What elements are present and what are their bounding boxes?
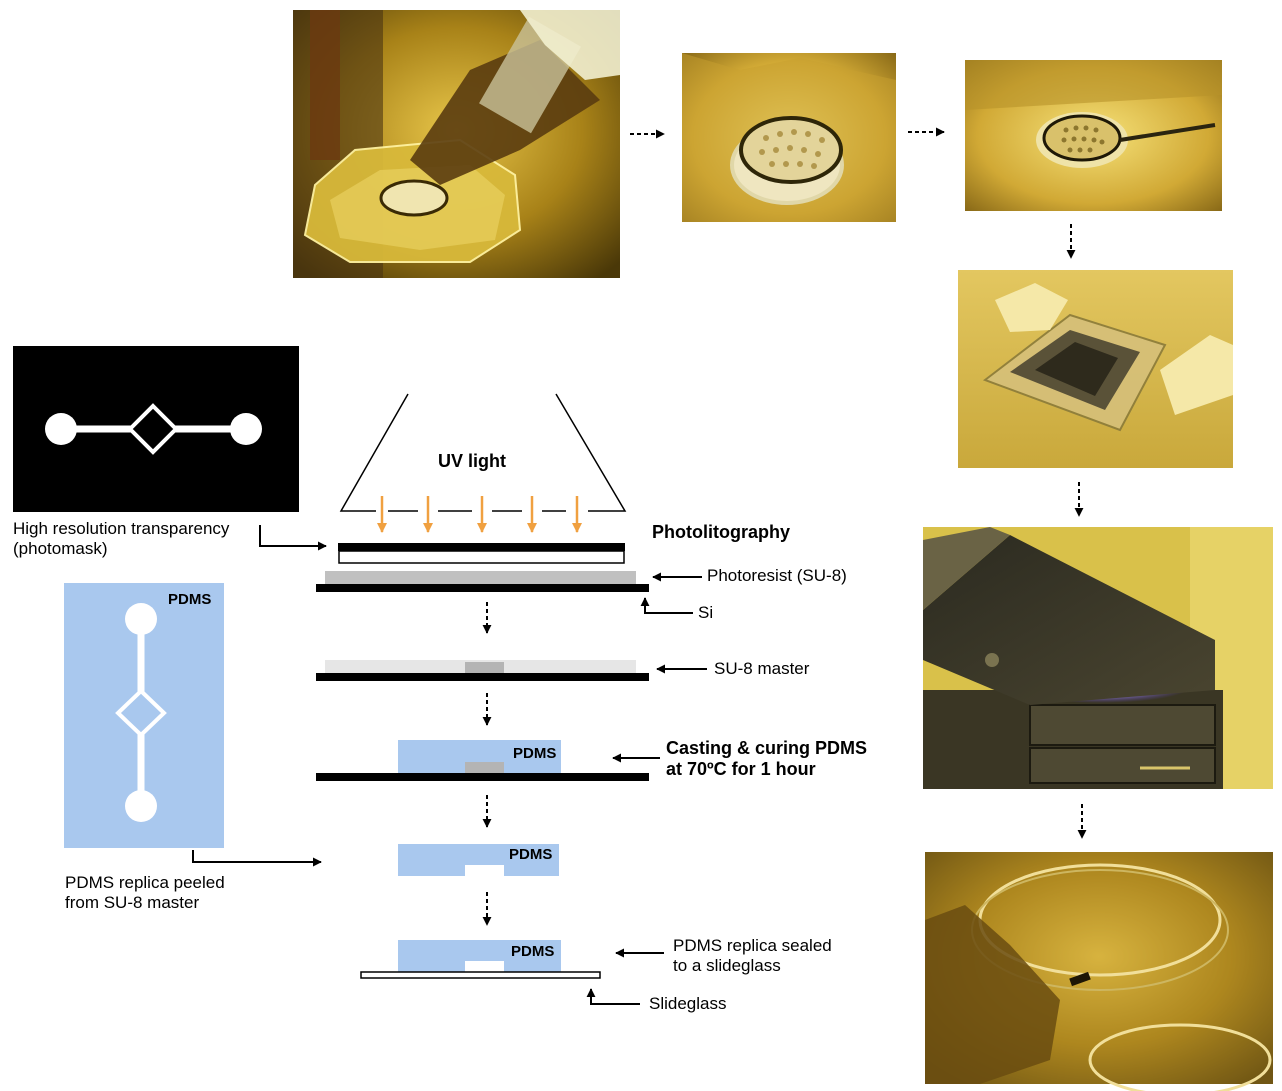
si-label: Si bbox=[698, 603, 714, 622]
sealed-label: PDMS replica sealed to a slideglass bbox=[673, 936, 832, 975]
pdms-replica-image bbox=[64, 583, 224, 848]
photomask-label-line2: (photomask) bbox=[13, 538, 108, 558]
su8-master-stack bbox=[316, 660, 649, 681]
photo-plasma-cleaner bbox=[923, 527, 1273, 789]
photo-glass-slide bbox=[958, 270, 1233, 468]
mask-layer bbox=[338, 543, 625, 564]
pdms-label-replica: PDMS bbox=[168, 591, 212, 608]
photomask bbox=[13, 346, 299, 512]
casting-stack bbox=[316, 740, 649, 781]
casting-label-line1: Casting & curing PDMS bbox=[666, 738, 868, 758]
replica-peeled-line2: from SU-8 master bbox=[65, 892, 200, 912]
photolithography-title: Photolitography bbox=[652, 522, 790, 542]
si-wafer bbox=[316, 584, 649, 592]
uv-light-label: UV light bbox=[438, 451, 506, 471]
photo-peeling-wafer bbox=[965, 60, 1222, 211]
peeled-replica bbox=[398, 844, 559, 876]
casting-label-line2: at 70ºC for 1 hour bbox=[666, 758, 816, 779]
photoresist-label: Photoresist (SU-8) bbox=[707, 566, 847, 585]
photo-petri-dish bbox=[925, 852, 1273, 1091]
photomask-label-line1: High resolution transparency bbox=[13, 519, 230, 538]
replica-peeled-label: PDMS replica peeled from SU-8 master bbox=[65, 873, 225, 912]
sealed-replica-stack bbox=[360, 940, 601, 979]
sealed-label-line1: PDMS replica sealed bbox=[673, 936, 832, 955]
photoresist-layer bbox=[325, 571, 636, 584]
pdms-label-peeled: PDMS bbox=[509, 846, 553, 863]
replica-peeled-line1: PDMS replica peeled bbox=[65, 873, 225, 892]
photomask-label: High resolution transparency (photomask) bbox=[13, 519, 229, 558]
uv-lamp bbox=[339, 393, 627, 533]
slideglass-label: Slideglass bbox=[649, 994, 727, 1013]
pdms-label-sealed: PDMS bbox=[511, 943, 555, 960]
casting-label: Casting & curing PDMS at 70ºC for 1 hour bbox=[666, 738, 867, 779]
photo-pouring-pdms bbox=[293, 10, 620, 278]
su8-master-label: SU-8 master bbox=[714, 659, 810, 678]
leader-arrows bbox=[192, 525, 707, 1005]
pdms-label-casting: PDMS bbox=[513, 745, 557, 762]
photo-cured-wafer bbox=[682, 53, 896, 222]
photo-arrows bbox=[630, 127, 1087, 839]
sealed-label-line2: to a slideglass bbox=[673, 955, 781, 975]
